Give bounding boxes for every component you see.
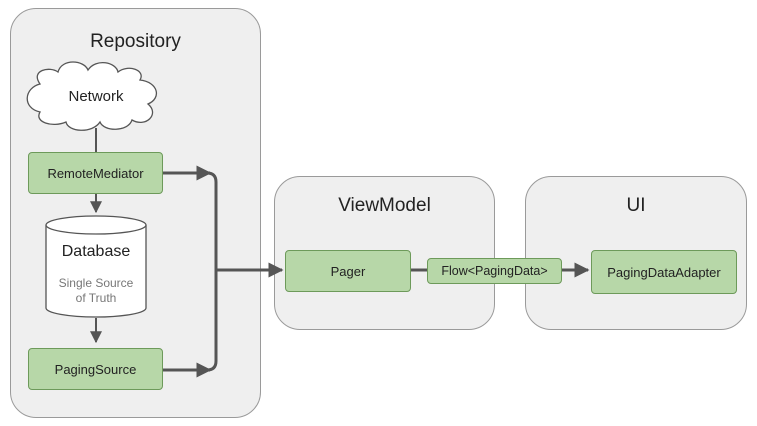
- repository-title: Repository: [90, 31, 181, 52]
- database-caption: Single Source of Truth: [58, 276, 134, 305]
- database-label: Database: [61, 243, 131, 260]
- paging-data-adapter-box: PagingDataAdapter: [591, 250, 737, 294]
- ui-title: UI: [626, 195, 646, 216]
- network-cloud-shape: [26, 61, 158, 131]
- viewmodel-title: ViewModel: [338, 195, 431, 216]
- paging-source-box: PagingSource: [28, 348, 163, 390]
- database-cylinder: [45, 215, 147, 318]
- remote-mediator-box: RemoteMediator: [28, 152, 163, 194]
- network-label: Network: [68, 88, 124, 105]
- flow-paging-data-label: Flow<PagingData>: [427, 258, 562, 284]
- pager-box: Pager: [285, 250, 411, 292]
